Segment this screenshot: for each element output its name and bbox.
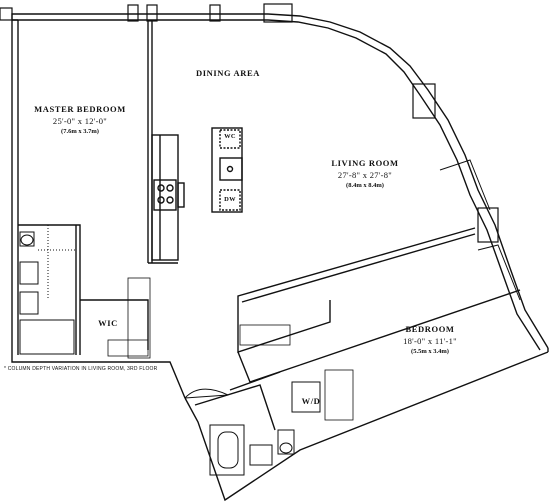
interior-walls (18, 20, 521, 431)
master-bedroom-dims: 25'-0" x 12'-0" (52, 116, 108, 126)
master-bedroom-title: MASTER BEDROOM (34, 104, 126, 114)
living-room-metric: (8.4m x 8.4m) (346, 182, 384, 189)
dw-label: DW (224, 196, 236, 203)
entry-door (184, 388, 229, 399)
master-bedroom-metric: (7.6m x 3.7m) (61, 128, 99, 135)
window-frames (439, 159, 521, 301)
living-room-dims: 27'-8" x 27'-8" (337, 170, 393, 180)
master-bath (19, 225, 76, 355)
bedroom-dims: 18'-0" x 11'-1" (403, 336, 457, 346)
kitchen-counter (151, 134, 185, 261)
dining-area-title: DINING AREA (196, 68, 260, 78)
wd-label: W/D (301, 396, 321, 406)
kitchen-island (211, 127, 243, 213)
exterior-walls (11, 13, 549, 502)
closet-shelves (107, 277, 354, 421)
wic-label: WIC (98, 318, 118, 328)
bedroom-metric: (5.5m x 3.4m) (411, 348, 449, 355)
bedroom-bath (209, 381, 321, 476)
bedroom-title: BEDROOM (405, 324, 455, 334)
columns (0, 3, 499, 243)
wc-label: WC (224, 133, 236, 140)
column-note: * COLUMN DEPTH VARIATION IN LIVING ROOM,… (4, 366, 158, 372)
living-room-title: LIVING ROOM (331, 158, 399, 168)
